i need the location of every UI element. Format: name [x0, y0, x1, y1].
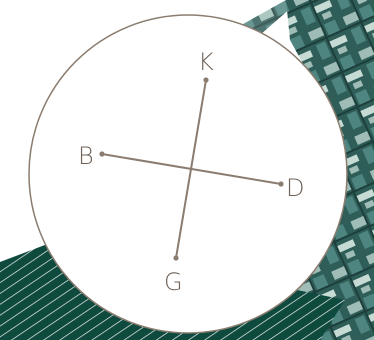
- label-g: G: [164, 268, 183, 296]
- label-b: B: [78, 142, 94, 170]
- point-b: [99, 151, 104, 156]
- point-k: [203, 77, 208, 82]
- point-g: [173, 255, 178, 260]
- label-k: K: [198, 48, 214, 76]
- label-d: D: [286, 174, 304, 202]
- point-d: [278, 181, 283, 186]
